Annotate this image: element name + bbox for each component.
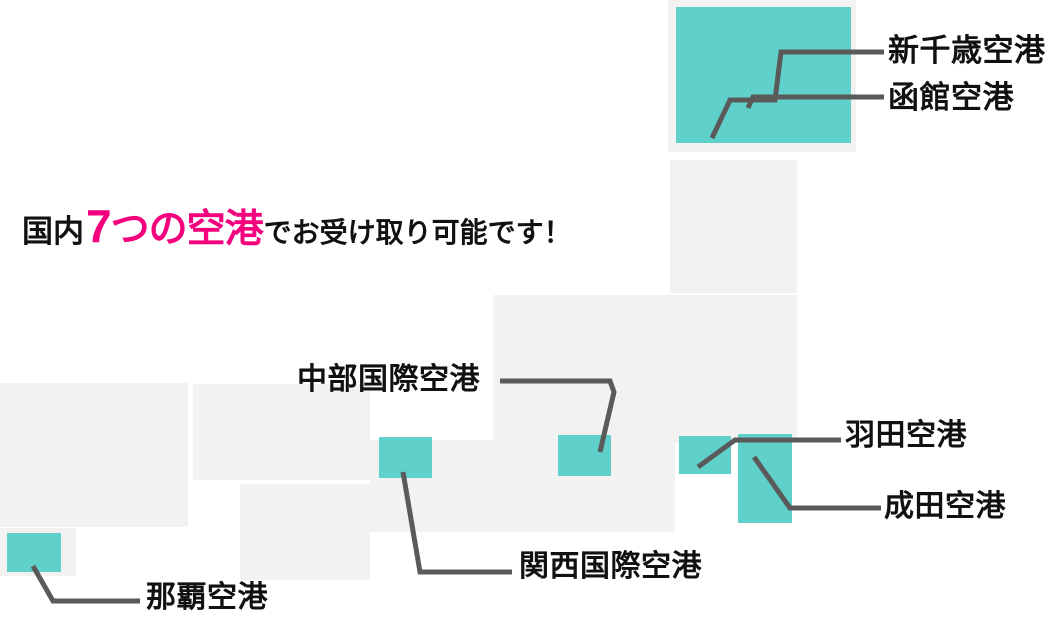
- headline-tail: でお受け取り可能です！: [263, 217, 572, 248]
- region-kanto-kinki: [493, 295, 797, 443]
- airport-block-kansai[interactable]: [379, 437, 432, 478]
- airport-label-kansai: 関西国際空港: [519, 550, 702, 583]
- headline-lead: 国内: [22, 214, 84, 249]
- leader-line-new-chitose: [709, 49, 884, 140]
- leader-line-naha: [30, 564, 140, 604]
- leader-line-haneda: [696, 437, 841, 470]
- airport-label-narita: 成田空港: [884, 490, 1006, 523]
- airport-block-haneda[interactable]: [679, 436, 731, 474]
- airport-label-naha: 那覇空港: [146, 581, 268, 614]
- leader-line-narita: [751, 455, 881, 511]
- airport-label-hakodate: 函館空港: [888, 80, 1014, 115]
- airport-block-hokkaido[interactable]: [676, 7, 851, 143]
- region-shikoku: [240, 484, 370, 580]
- headline: 国内 7 つの空港 でお受け取り可能です！: [22, 203, 572, 249]
- region-chubu-west: [193, 384, 370, 480]
- airport-label-new-chitose: 新千歳空港: [888, 33, 1046, 68]
- airport-block-narita[interactable]: [738, 434, 792, 523]
- leader-line-kansai: [400, 471, 512, 575]
- headline-accent: つの空港: [110, 208, 264, 251]
- leader-line-hakodate: [745, 94, 884, 110]
- airport-label-haneda: 羽田空港: [845, 419, 967, 452]
- region-tohoku: [670, 160, 797, 293]
- airport-label-chubu-centrair: 中部国際空港: [297, 363, 480, 396]
- region-chugoku: [0, 383, 188, 527]
- headline-number: 7: [86, 200, 112, 252]
- leader-line-chubu: [500, 378, 617, 453]
